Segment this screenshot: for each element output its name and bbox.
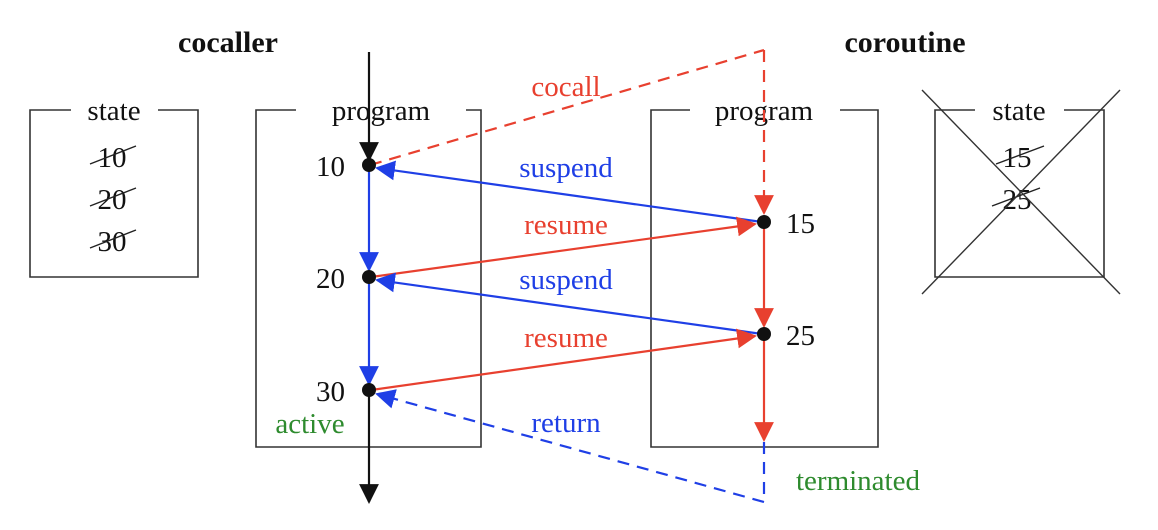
cross-out-line (921, 89, 1121, 295)
cocaller-point (362, 158, 376, 172)
resume-arrow (370, 328, 757, 392)
strike-mark (89, 187, 137, 207)
cocall-label: cocall (531, 71, 600, 103)
cocall-dashed-line (369, 48, 765, 167)
suspend-label: suspend (519, 152, 613, 184)
cocaller-point (362, 270, 376, 284)
cocaller-state-value: 10 (98, 142, 127, 174)
coroutine-point (757, 215, 771, 229)
coroutine-line-number: 15 (786, 208, 815, 240)
suspend-arrow (375, 160, 763, 224)
coroutine-line-number: 25 (786, 320, 815, 352)
cocaller-state-value: 20 (98, 184, 127, 216)
cocaller-point (362, 383, 376, 397)
coroutine-title: coroutine (844, 26, 965, 59)
cocaller-state-value: 30 (98, 226, 127, 258)
cocaller-line-number: 30 (316, 376, 345, 408)
cocaller-program-box: program (255, 95, 482, 448)
terminated-status-label: terminated (796, 465, 921, 497)
cocaller-line-number: 10 (316, 151, 345, 183)
resume-label: resume (524, 209, 608, 241)
resume-label: resume (524, 322, 608, 354)
resume-arrow (370, 216, 757, 279)
active-status-label: active (275, 408, 344, 440)
cocaller-state-label: state (87, 95, 140, 127)
coroutine-state-value: 15 (1003, 142, 1032, 174)
strike-mark (89, 145, 137, 165)
coroutine-point (757, 327, 771, 341)
cocaller-line-number: 20 (316, 263, 345, 295)
suspend-arrow (375, 272, 763, 336)
return-label: return (531, 407, 601, 439)
cocaller-state-box: state 10 20 30 (29, 95, 199, 278)
coroutine-state-box: state 15 25 (921, 89, 1121, 295)
return-dashed-arrow (375, 389, 765, 504)
cocaller-title: cocaller (178, 26, 278, 59)
suspend-label: suspend (519, 264, 613, 296)
cocaller-program-label: program (332, 95, 431, 127)
coroutine-state-label: state (992, 95, 1045, 127)
strike-mark (89, 229, 137, 249)
strike-mark (995, 145, 1045, 165)
